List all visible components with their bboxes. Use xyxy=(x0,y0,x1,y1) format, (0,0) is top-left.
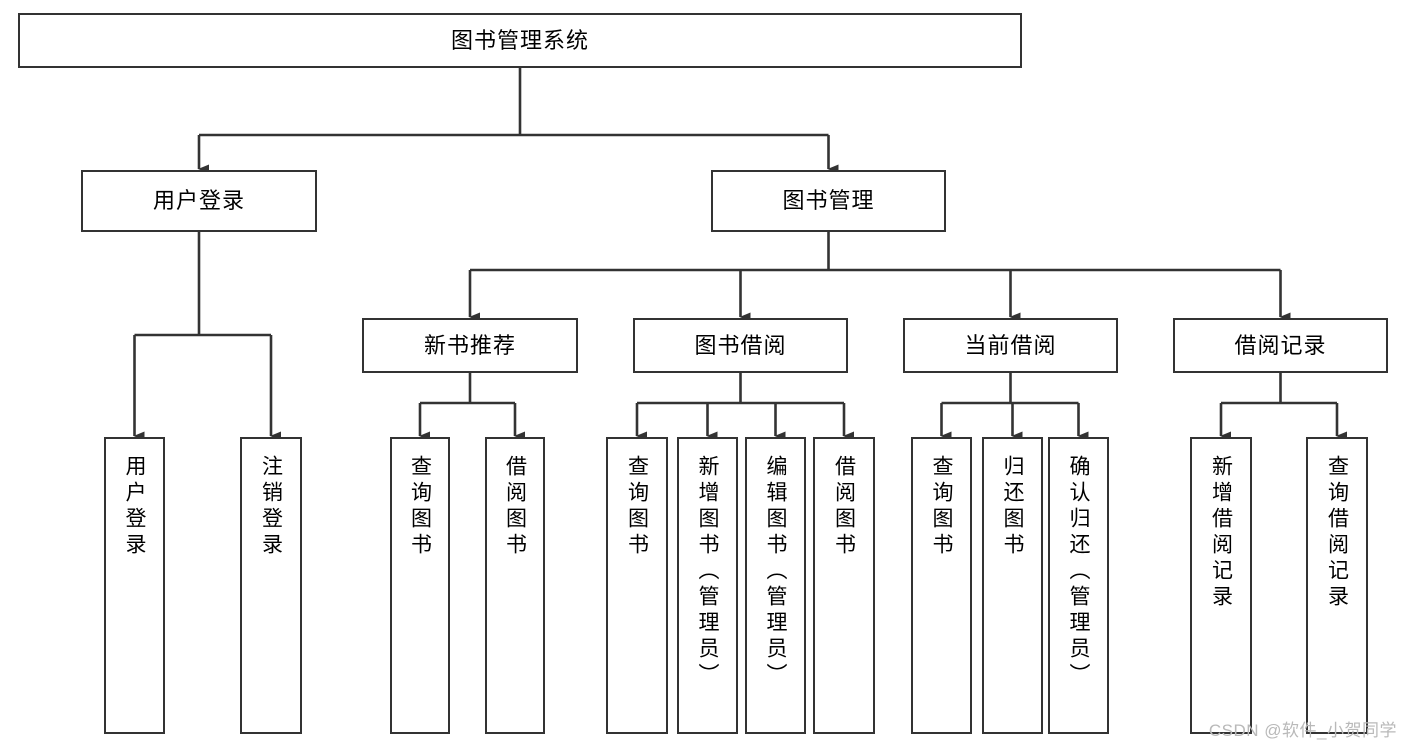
node-label: 查询图书 xyxy=(930,455,953,559)
node-root[interactable]: 图书管理系统 xyxy=(18,13,1022,68)
node-bookmgmt[interactable]: 图书管理 xyxy=(711,170,946,232)
node-borrow[interactable]: 图书借阅 xyxy=(633,318,848,373)
node-l4[interactable]: 借阅图书 xyxy=(485,437,545,734)
node-newbook[interactable]: 新书推荐 xyxy=(362,318,578,373)
edge-paths xyxy=(133,68,1347,441)
node-label: 借阅记录 xyxy=(1234,332,1327,358)
node-l10[interactable]: 归还图书 xyxy=(982,437,1043,734)
node-current[interactable]: 当前借阅 xyxy=(903,318,1118,373)
node-label: 查询图书 xyxy=(625,455,649,559)
node-l3[interactable]: 查询图书 xyxy=(390,437,450,734)
node-label: 新增借阅记录 xyxy=(1209,455,1233,611)
node-l8[interactable]: 借阅图书 xyxy=(813,437,875,734)
node-label: 图书管理 xyxy=(782,188,875,214)
node-l13[interactable]: 查询借阅记录 xyxy=(1306,437,1368,734)
node-login[interactable]: 用户登录 xyxy=(81,170,317,232)
node-l7[interactable]: 编辑图书（管理员） xyxy=(745,437,806,734)
node-label: 查询借阅记录 xyxy=(1325,455,1349,611)
node-l1[interactable]: 用户登录 xyxy=(104,437,165,734)
node-label: 编辑图书（管理员） xyxy=(764,455,787,689)
node-label: 用户登录 xyxy=(123,455,146,559)
node-label: 查询图书 xyxy=(408,455,432,559)
node-label: 确认归还（管理员） xyxy=(1067,455,1090,689)
node-label: 图书管理系统 xyxy=(450,27,589,53)
node-label: 当前借阅 xyxy=(964,332,1057,358)
node-l12[interactable]: 新增借阅记录 xyxy=(1190,437,1252,734)
node-label: 借阅图书 xyxy=(832,455,856,559)
node-l6[interactable]: 新增图书（管理员） xyxy=(677,437,738,734)
node-l5[interactable]: 查询图书 xyxy=(606,437,668,734)
node-label: 归还图书 xyxy=(1001,455,1024,559)
watermark-text: CSDN @软件_小贺同学 xyxy=(1208,721,1397,740)
node-label: 新书推荐 xyxy=(423,332,516,358)
node-label: 注销登录 xyxy=(259,455,283,559)
node-label: 借阅图书 xyxy=(503,455,527,559)
node-records[interactable]: 借阅记录 xyxy=(1173,318,1388,373)
node-label: 新增图书（管理员） xyxy=(696,455,719,689)
node-l11[interactable]: 确认归还（管理员） xyxy=(1048,437,1109,734)
node-l2[interactable]: 注销登录 xyxy=(240,437,302,734)
node-label: 图书借阅 xyxy=(694,332,787,358)
node-label: 用户登录 xyxy=(152,188,245,214)
node-l9[interactable]: 查询图书 xyxy=(911,437,972,734)
